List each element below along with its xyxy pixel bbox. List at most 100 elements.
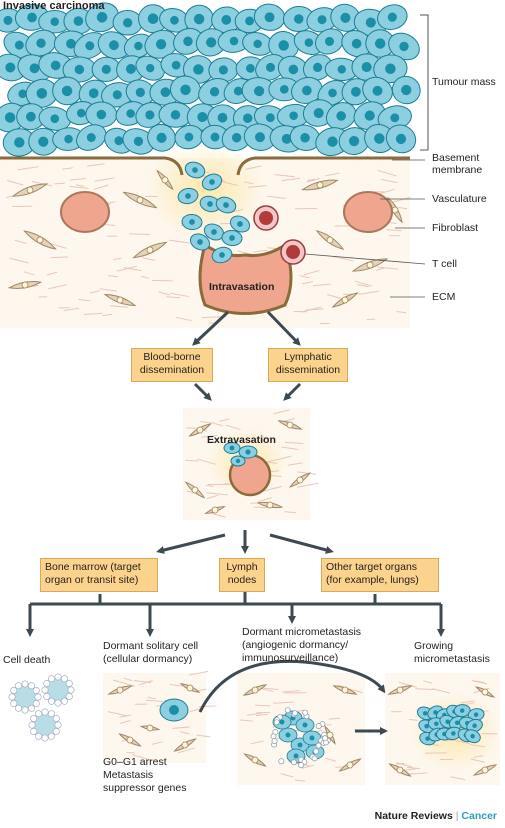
ecm-fibre xyxy=(123,677,133,682)
tumour-cell xyxy=(16,103,46,131)
tumour-cell xyxy=(377,105,412,131)
growing-panel-fibroblasts xyxy=(387,680,498,781)
ecm-fibre xyxy=(280,773,294,778)
fibroblast-cell xyxy=(351,258,389,272)
fibroblast-cell xyxy=(7,281,43,289)
ecm-fibre xyxy=(390,196,411,204)
ecm-fibre xyxy=(255,704,271,707)
journal-name: Nature Reviews xyxy=(374,810,453,822)
ecm-fibre xyxy=(380,178,398,184)
ecm-fibre xyxy=(470,758,486,763)
tumour-cell xyxy=(25,78,58,108)
ecm-fibre xyxy=(48,284,67,290)
dying-cell xyxy=(8,680,42,714)
box-lymph-nodes: Lymph nodes xyxy=(219,558,265,592)
ecm-fibre xyxy=(54,182,65,185)
fibroblast-cell xyxy=(301,179,339,191)
ecm-fibre xyxy=(347,687,363,694)
label-arrest-2: Metastasis xyxy=(103,769,154,781)
ecm-fibre xyxy=(266,195,286,199)
tumour-cell xyxy=(377,4,408,30)
ecm-fibre xyxy=(274,174,295,178)
tumour-cell xyxy=(85,2,119,33)
arrow-lymph-extra xyxy=(283,382,302,401)
label-micro-3: immunosurveillance) xyxy=(242,652,339,664)
ecm-fibre xyxy=(294,779,306,782)
ecm-fibre xyxy=(466,702,475,705)
label-fibroblast: Fibroblast xyxy=(432,222,479,234)
tumour-cell xyxy=(229,215,251,233)
dying-cell-fragment xyxy=(315,723,322,730)
ecm-fibre xyxy=(297,471,317,475)
ecm-fibre xyxy=(158,291,170,296)
ecm-fibre xyxy=(406,766,421,770)
label-growing-1: Growing xyxy=(414,640,454,652)
ecm-fibre xyxy=(258,497,272,503)
ecm-fibre xyxy=(152,741,163,745)
ecm-fibre xyxy=(273,701,294,704)
box-lymph-nodes-line-1: Lymph xyxy=(226,561,258,573)
label-leader-lines xyxy=(304,159,426,298)
ecm-fibre xyxy=(205,484,214,488)
tumour-cell xyxy=(353,101,386,130)
ecm-fibre xyxy=(103,224,116,226)
dying-cell xyxy=(41,673,75,707)
fibroblast-cell xyxy=(242,684,268,696)
label-cell-death: Cell death xyxy=(3,654,51,666)
ecm-fibre xyxy=(78,298,91,302)
ecm-fibre xyxy=(360,290,380,295)
ecm-fibre xyxy=(225,424,241,430)
ecm-fibre xyxy=(247,712,263,716)
tumour-cell xyxy=(174,124,204,150)
ecm-fibre xyxy=(250,740,264,745)
ecm-fibre xyxy=(201,316,223,319)
ecm-fibre xyxy=(75,184,85,187)
ecm-fibre xyxy=(354,280,373,287)
label-ecm: ECM xyxy=(432,291,456,303)
ecm-fibre xyxy=(142,257,156,262)
ecm-fibre xyxy=(188,670,209,676)
tumour-cell xyxy=(200,124,230,150)
box-other-target-organs: Other target organs (for example, lungs) xyxy=(321,558,439,592)
dying-cell-fragment xyxy=(273,719,280,726)
tumour-cell xyxy=(282,5,315,32)
label-intravasation: Intravasation xyxy=(209,281,275,293)
vasculature-vessels xyxy=(60,191,393,233)
tumour-cell xyxy=(97,31,131,60)
box-lymph-line-1: Lymphatic xyxy=(284,351,332,363)
dormant-panel-fibroblasts xyxy=(107,670,217,762)
ecm-fibre xyxy=(166,296,181,299)
ecm-fibre xyxy=(120,720,131,724)
arrow-blood xyxy=(192,310,230,346)
ecm-fibre xyxy=(327,294,343,300)
tumour-cell xyxy=(78,79,109,107)
ecm-fibre xyxy=(253,506,270,509)
tumour-cell xyxy=(189,233,211,251)
fibroblast-cell xyxy=(23,230,57,250)
box-blood-line-1: Blood-borne xyxy=(143,351,201,363)
ecm-fibre xyxy=(273,409,290,415)
fibroblast-cell xyxy=(179,683,201,693)
ecm-fibre xyxy=(63,307,79,312)
box-other-line-1: Other target organs xyxy=(326,561,418,573)
ecm-fibre xyxy=(255,713,268,716)
ecm-fibre xyxy=(408,718,418,721)
dormant-micrometastasis-cell xyxy=(278,727,298,743)
dormant-solitary-cell xyxy=(159,698,189,722)
box-other-line-2: (for example, lungs) xyxy=(326,573,419,586)
tumour-cell xyxy=(184,161,206,179)
tumour-cell xyxy=(330,3,361,32)
ecm-fibre xyxy=(432,688,450,694)
t-cells xyxy=(253,205,306,265)
dying-cells xyxy=(8,673,75,742)
ecm-fibre xyxy=(357,283,369,288)
ecm-fibre xyxy=(87,163,105,167)
box-blood-borne-dissemination: Blood-borne dissemination xyxy=(131,348,213,382)
tumour-cell xyxy=(147,123,176,152)
label-tumour-mass: Tumour mass xyxy=(432,76,496,88)
tumour-cell xyxy=(135,55,165,81)
ecm-fibre xyxy=(244,181,254,185)
arrow-dormant-to-growing xyxy=(198,659,386,713)
tumour-cell xyxy=(215,196,237,214)
ecm-fibre xyxy=(415,688,435,690)
